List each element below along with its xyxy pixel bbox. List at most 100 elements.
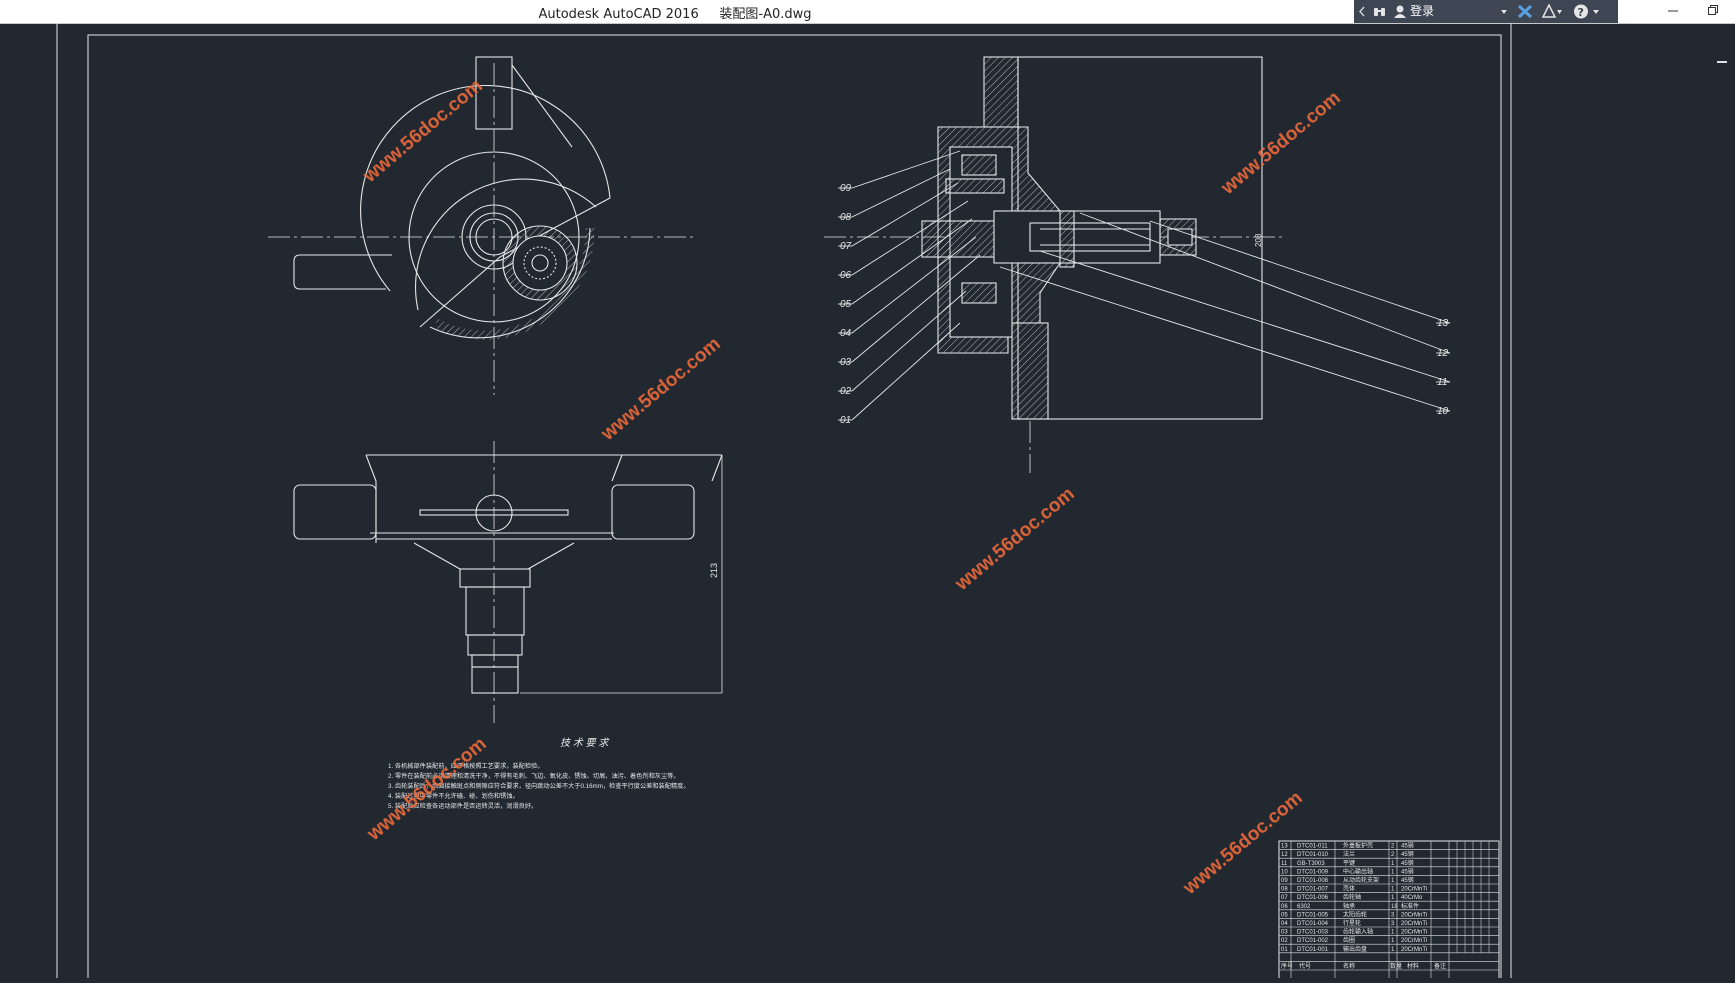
part-label-04: 04	[840, 328, 852, 339]
bom-cell-name: 输出齿盘	[1343, 945, 1367, 953]
bom-cell-no: 06	[1281, 904, 1288, 910]
binoculars-search-icon[interactable]	[1372, 0, 1388, 23]
bom-cell-qty: 2	[1391, 852, 1395, 858]
a360-icon[interactable]	[1540, 0, 1564, 23]
svg-text:?: ?	[1578, 6, 1584, 19]
cad-drawing: 213 208	[56, 23, 1512, 983]
tech-note-3: 3. 齿轮装配后，齿面接触斑点和侧隙应符合要求，径向跳动公差不大于0.16mm，…	[388, 782, 689, 790]
part-label-05: 05	[840, 299, 852, 310]
section-view: 208	[824, 56, 1451, 473]
bom-cell-mat: 45钢	[1401, 876, 1414, 884]
bom-cell-code: DTC01-011	[1297, 844, 1328, 850]
tech-note-5: 5. 装配后应检查各运动部件是否运转灵活，润滑良好。	[388, 802, 537, 810]
watermark-1: www.56doc.com	[359, 76, 487, 188]
bom-cell-no: 13	[1281, 844, 1288, 850]
drawing-canvas[interactable]: 213 208	[0, 23, 1735, 983]
bom-cell-name: 齿轮轴	[1343, 893, 1361, 901]
tech-note-1: 1. 各机械部件装配前，应严格按照工艺要求，装配检验。	[388, 762, 543, 770]
part-label-06: 06	[840, 270, 852, 281]
help-icon[interactable]: ?	[1570, 0, 1604, 23]
bom-cell-no: 01	[1281, 947, 1288, 953]
part-label-01: 01	[840, 415, 851, 426]
bom-cell-name: 太阳齿轮	[1343, 910, 1367, 918]
bom-cell-mat: 20CrMnTi	[1401, 947, 1427, 953]
bom-header-cell: 材料	[1407, 962, 1419, 970]
bom-cell-code: DTC01-006	[1297, 895, 1329, 901]
bom-cell-mat: 40CrMo	[1401, 895, 1423, 901]
tech-note-2: 2. 零件在装配前必须清理和清洗干净，不得有毛刺、飞边、氧化皮、锈蚀、切屑、油污…	[388, 772, 680, 780]
bom-header-cell: 名称	[1343, 962, 1355, 970]
restore-icon[interactable]	[1695, 0, 1731, 23]
part-label-09: 09	[840, 183, 852, 194]
bom-cell-no: 11	[1281, 861, 1288, 867]
bom-cell-qty: 1	[1391, 895, 1395, 901]
bom-cell-mat: 45钢	[1401, 867, 1414, 875]
bom-cell-no: 03	[1281, 930, 1288, 936]
bom-cell-code: DTC01-004	[1297, 921, 1329, 927]
collapse-arrow-icon[interactable]	[1358, 0, 1366, 23]
leader-lines	[838, 150, 1451, 421]
bom-cell-qty: 3	[1391, 912, 1395, 918]
bom-header-cell: 数量	[1390, 962, 1402, 970]
bom-cell-qty: 1	[1391, 878, 1395, 884]
bom-cell-qty: 1	[1391, 861, 1395, 867]
bom-cell-name: 法兰	[1343, 850, 1355, 858]
bom-cell-name: 平键	[1343, 859, 1355, 867]
bom-cell-qty: 1	[1391, 869, 1395, 875]
bom-cell-code: DTC01-003	[1297, 930, 1329, 936]
bom-cell-no: 02	[1281, 938, 1288, 944]
bom-cell-qty: 1	[1391, 938, 1395, 944]
bom-cell-mat: 20CrMnTi	[1401, 938, 1427, 944]
minimize-icon[interactable]	[1655, 0, 1691, 23]
bom-cell-qty: 18	[1391, 904, 1398, 910]
bom-cell-code: DTC01-009	[1297, 869, 1329, 875]
bom-cell-code: DTC01-002	[1297, 938, 1329, 944]
bom-cell-no: 08	[1281, 887, 1288, 893]
bom-cell-no: 07	[1281, 895, 1288, 901]
bom-cell-qty: 1	[1391, 887, 1395, 893]
bom-cell-code: DTC01-001	[1297, 947, 1329, 953]
bom-cell-mat: 45钢	[1401, 842, 1414, 850]
infocenter-bar: 登录 ?	[1354, 0, 1618, 23]
bom-cell-code: DTC01-005	[1297, 912, 1329, 918]
technical-notes: 技 术 要 求 1. 各机械部件装配前，应严格按照工艺要求，装配检验。 2. 零…	[388, 737, 689, 810]
bom-cell-no: 09	[1281, 878, 1288, 884]
part-label-11: 11	[1437, 377, 1447, 388]
bom-cell-code: DTC01-007	[1297, 887, 1329, 893]
bom-cell-no: 05	[1281, 912, 1288, 918]
watermark-2: www.56doc.com	[1217, 88, 1345, 200]
exchange-apps-icon[interactable]	[1516, 0, 1534, 23]
watermark-3: www.56doc.com	[597, 334, 725, 446]
bom-cell-code: GB-T3003	[1297, 861, 1325, 867]
user-icon[interactable]	[1392, 0, 1408, 23]
title-bar: Autodesk AutoCAD 2016 装配图-A0.dwg 登录 ?	[0, 0, 1735, 24]
dropdown-arrow-icon[interactable]	[1500, 0, 1508, 23]
viewport-scroll-indicator[interactable]	[1717, 61, 1727, 63]
bom-header-cell: 备注	[1434, 962, 1446, 970]
dimension-208: 208	[1254, 233, 1263, 247]
bom-cell-qty: 1	[1391, 947, 1395, 953]
part-label-08: 08	[840, 212, 852, 223]
bom-cell-name: 壳体	[1343, 885, 1355, 893]
bom-cell-mat: 标准件	[1401, 902, 1419, 910]
bom-cell-name: 中心输出轴	[1343, 867, 1373, 875]
bom-cell-name: 外盖板护壳	[1343, 842, 1373, 850]
bom-cell-mat: 20CrMnTi	[1401, 912, 1427, 918]
bom-cell-qty: 1	[1391, 930, 1395, 936]
bom-cell-name: 齿圈	[1343, 936, 1355, 944]
part-label-07: 07	[840, 241, 852, 252]
bom-cell-no: 04	[1281, 921, 1288, 927]
inner-border	[87, 34, 1502, 983]
bom-cell-mat: 20CrMnTi	[1401, 887, 1427, 893]
tech-notes-title: 技 术 要 求	[560, 737, 610, 749]
window-controls	[1625, 0, 1735, 23]
part-label-13: 13	[1437, 318, 1449, 329]
bom-header-cell: 代号	[1299, 962, 1311, 970]
bom-cell-mat: 20CrMnTi	[1401, 930, 1427, 936]
bom-cell-name: 轴承	[1343, 902, 1355, 910]
bom-cell-qty: 3	[1391, 921, 1395, 927]
front-view: 213	[293, 441, 723, 723]
bom-cell-code: DTC01-008	[1297, 878, 1329, 884]
login-button[interactable]: 登录	[1410, 4, 1435, 18]
